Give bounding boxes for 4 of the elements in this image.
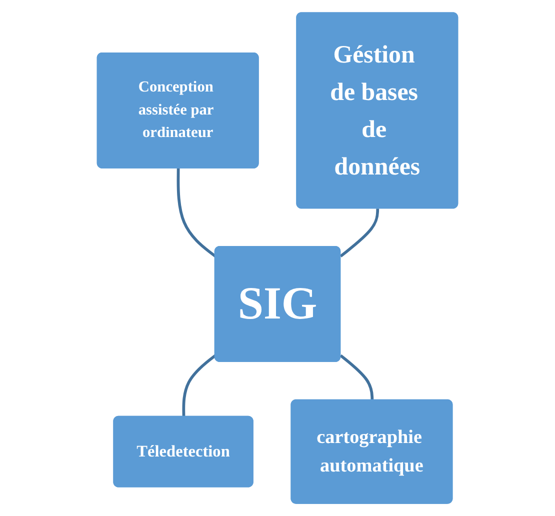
connector <box>340 208 380 258</box>
connector <box>182 354 216 417</box>
connector <box>176 168 216 258</box>
connector <box>340 354 374 400</box>
